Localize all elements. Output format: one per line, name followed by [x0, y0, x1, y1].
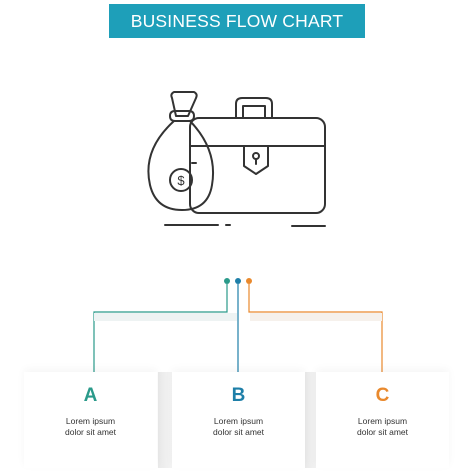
connector-shadow-left — [94, 313, 237, 321]
option-text-line: Lorem ipsum — [357, 416, 408, 426]
option-letter: C — [375, 385, 390, 406]
option-text-line: dolor sit amet — [64, 427, 117, 437]
option-text: Lorem ipsum dolor sit amet — [316, 416, 449, 438]
option-text-line: dolor sit amet — [212, 427, 265, 437]
option-letter: B — [231, 385, 246, 406]
option-text-line: dolor sit amet — [356, 427, 409, 437]
dollar-symbol: $ — [177, 173, 185, 188]
node-dot-b — [235, 278, 241, 284]
title-banner: BUSINESS FLOW CHART — [109, 4, 365, 38]
option-card-a: A Lorem ipsum dolor sit amet — [24, 372, 157, 468]
card-divider — [158, 372, 176, 468]
node-dot-a — [224, 278, 230, 284]
option-letter: A — [83, 385, 98, 406]
option-card-c: C Lorem ipsum dolor sit amet — [316, 372, 449, 468]
node-dot-c — [246, 278, 252, 284]
option-card-b: B Lorem ipsum dolor sit amet — [172, 372, 305, 468]
option-text: Lorem ipsum dolor sit amet — [24, 416, 157, 438]
option-text: Lorem ipsum dolor sit amet — [172, 416, 305, 438]
page-title: BUSINESS FLOW CHART — [130, 10, 344, 31]
option-text-line: Lorem ipsum — [65, 416, 116, 426]
option-text-line: Lorem ipsum — [213, 416, 264, 426]
connector-shadow-right — [250, 313, 382, 321]
